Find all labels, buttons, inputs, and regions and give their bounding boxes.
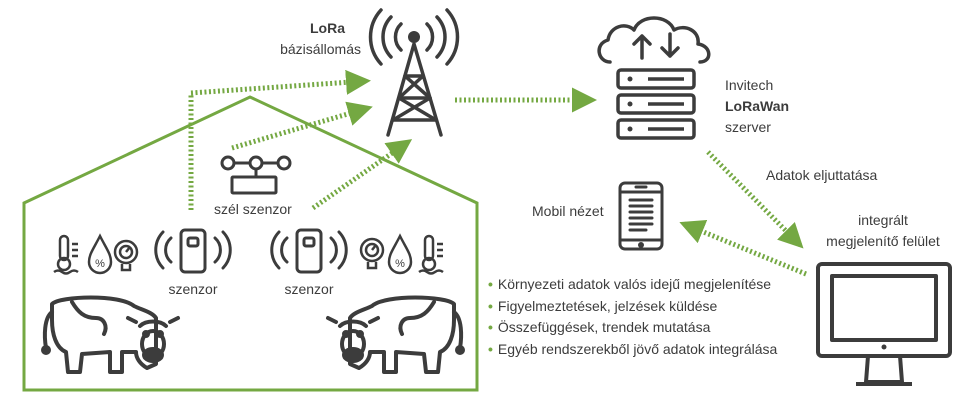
list-item: Összefüggések, trendek mutatása: [488, 317, 777, 339]
cow-icon: [326, 295, 465, 374]
humidity-drop-icon: %: [387, 233, 413, 275]
monitor-icon: [816, 262, 952, 386]
arrow-server-to-monitor: [706, 150, 804, 249]
lora-sensor-icon: [270, 228, 348, 274]
server-rack-icon: [616, 68, 696, 140]
data-flow-arrows: [188, 69, 807, 277]
integrated-view-line2: megjelenítő felület: [826, 233, 940, 249]
feature-list: Környezeti adatok valós idejű megjelenít…: [488, 274, 777, 360]
mobile-view-label: Mobil nézet: [532, 203, 604, 219]
server-label: szerver: [725, 119, 771, 135]
smartphone-icon: [618, 181, 664, 251]
pressure-gauge-icon: [113, 239, 139, 272]
barn-outline: [22, 95, 479, 392]
cow-icon: [41, 295, 180, 374]
sensor-label-left: szenzor: [168, 281, 217, 297]
data-delivery-label: Adatok eljuttatása: [766, 167, 878, 183]
cloud-icon: [597, 16, 711, 64]
thermometer-icon: [53, 234, 79, 275]
arrow-monitor-to-mobile: [679, 220, 807, 277]
integrated-view-line1: integrált: [858, 212, 908, 228]
svg-text:%: %: [395, 258, 405, 270]
list-item: Egyéb rendszerekből jövő adatok integrál…: [488, 339, 777, 361]
list-item: Környezeti adatok valós idejű megjelenít…: [488, 274, 777, 296]
base-station-title: LoRa: [310, 20, 345, 36]
wind-sensor-label: szél szenzor: [214, 201, 292, 217]
arrow-sensor2-to-tower: [311, 139, 413, 211]
server-provider: Invitech: [725, 77, 773, 93]
sensor-label-right: szenzor: [284, 281, 333, 297]
lora-tower-icon: [368, 8, 460, 137]
list-item: Figyelmeztetések, jelzések küldése: [488, 296, 777, 318]
arrow-sensor-to-tower: [188, 69, 371, 210]
thermometer-icon: [418, 234, 444, 275]
humidity-drop-icon: %: [87, 233, 113, 275]
svg-text:%: %: [95, 258, 105, 270]
lora-sensor-icon: [154, 228, 232, 274]
base-station-subtitle: bázisállomás: [280, 41, 361, 57]
pressure-gauge-icon: [359, 237, 385, 270]
server-protocol: LoRaWan: [725, 98, 789, 114]
arrow-wind-to-tower: [231, 101, 373, 151]
wind-sensor-icon: [220, 155, 292, 195]
